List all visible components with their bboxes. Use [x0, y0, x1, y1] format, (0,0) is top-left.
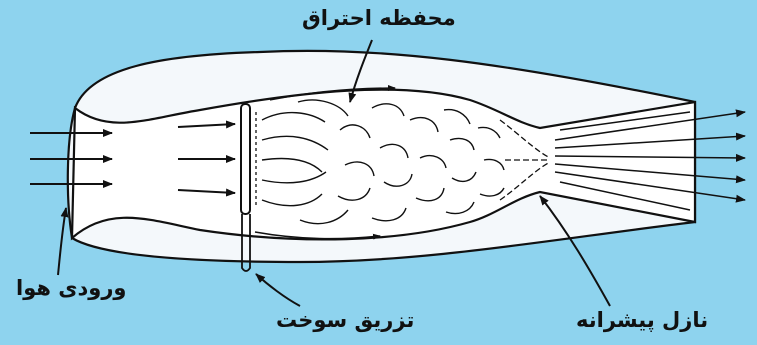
- fuel-leader: [256, 274, 300, 306]
- inlet-leader: [58, 208, 66, 275]
- label-fuel-injection: تزریق سوخت: [276, 308, 414, 332]
- label-air-inlet: ورودی هوا: [16, 276, 126, 300]
- fuel-injector-bar: [241, 104, 250, 214]
- label-combustion-chamber: محفظه احتراق: [302, 6, 456, 30]
- label-thrust-nozzle: نازل پیشرانه: [576, 308, 708, 332]
